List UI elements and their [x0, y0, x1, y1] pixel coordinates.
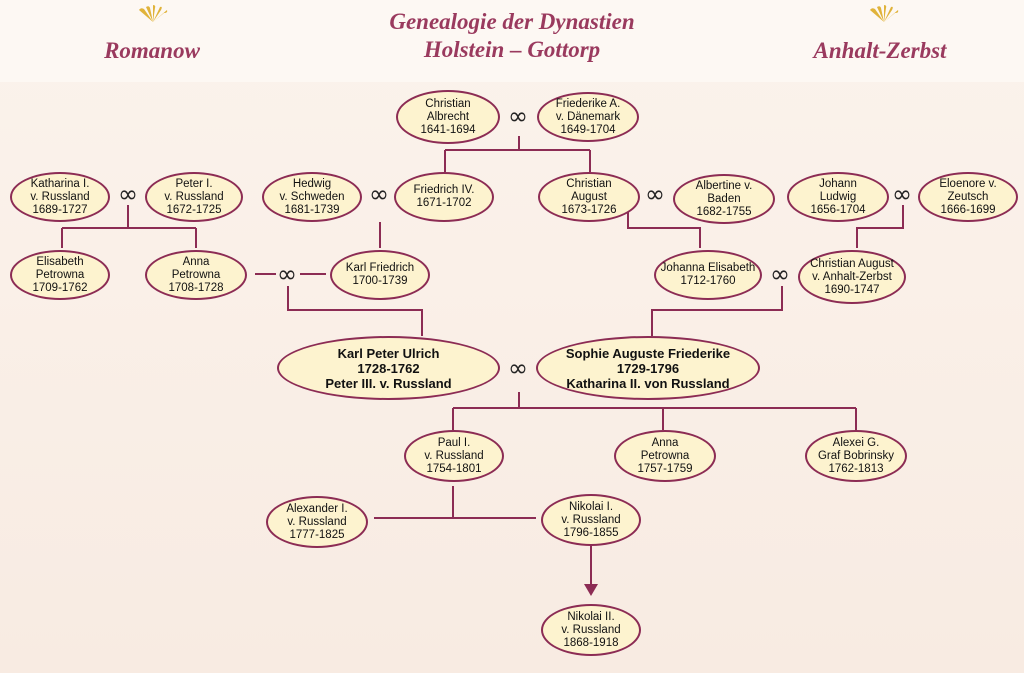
marriage-symbol: ∞ — [508, 354, 528, 382]
page-title: Genealogie der Dynastien Holstein – Gott… — [312, 8, 712, 64]
marriage-symbol: ∞ — [369, 180, 389, 208]
marriage-symbol: ∞ — [508, 102, 528, 130]
marriage-symbol: ∞ — [645, 180, 665, 208]
dynasty-label-right: Anhalt-Zerbst — [813, 38, 947, 63]
marriage-symbol: ∞ — [118, 180, 138, 208]
marriage-symbol: ∞ — [770, 260, 790, 288]
header-band — [0, 0, 1024, 82]
person-friedrich-iv: Friedrich IV.1671-1702 — [394, 172, 494, 222]
marriage-symbol: ∞ — [892, 180, 912, 208]
title-line-1: Genealogie der Dynastien — [389, 9, 635, 34]
shell-ornament-icon — [870, 5, 899, 22]
marriage-symbol: ∞ — [277, 260, 297, 288]
dynasty-label-left: Romanow — [104, 38, 200, 63]
title-line-2: Holstein – Gottorp — [423, 37, 601, 62]
shell-ornament-icon — [139, 5, 168, 22]
